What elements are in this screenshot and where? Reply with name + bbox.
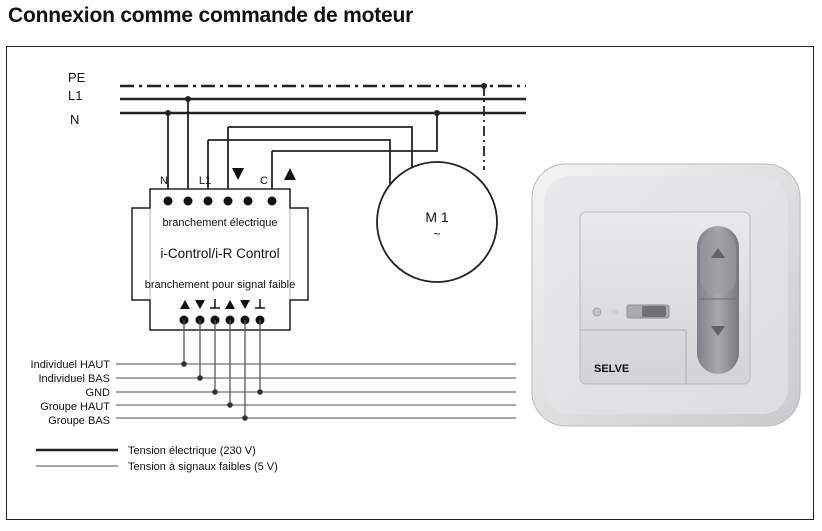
bus-label: Individuel HAUT (31, 359, 111, 371)
power-terminals (163, 196, 277, 206)
diagram-frame (6, 46, 814, 520)
label-pe: PE (68, 70, 86, 85)
bus-label: Groupe HAUT (40, 401, 110, 413)
module-name: i-Control/i-R Control (160, 246, 279, 261)
signal-terminal-symbols (180, 299, 265, 309)
motor-ac-symbol: ~ (433, 227, 440, 241)
device-brand-logo: SELVE (594, 363, 629, 375)
signal-bus-labels: Individuel HAUT Individuel BAS GND Group… (31, 359, 111, 427)
bus-label: GND (86, 387, 111, 399)
motor-n-junction (434, 110, 440, 116)
bus-label: Groupe BAS (48, 415, 110, 427)
signal-bus-lines (116, 363, 516, 419)
power-connection-label: branchement électrique (163, 217, 278, 229)
device-photo: SELVE (531, 163, 801, 427)
motor-label: M 1 (425, 209, 449, 225)
device-led (592, 307, 602, 317)
page-title: Connexion comme commande de moteur (8, 4, 414, 27)
legend-signal-label: Tension à signaux faibles (5 V) (128, 461, 278, 473)
module-outline (131, 188, 309, 331)
signal-ground-icon (210, 299, 220, 309)
legend-power-label: Tension électrique (230 V) (128, 445, 256, 457)
bus-label: Individuel BAS (38, 373, 110, 385)
terminal-up-arrow-icon (284, 168, 296, 180)
terminal-label-c: C (260, 175, 268, 187)
label-n: N (70, 112, 79, 127)
signal-up-arrow-icon (180, 300, 190, 309)
terminal-down-arrow-icon (232, 168, 244, 180)
label-l1: L1 (68, 88, 82, 103)
device-slider-knob (642, 306, 666, 317)
group-down-arrow-icon (240, 300, 250, 309)
signal-connection-label: branchement pour signal faible (145, 279, 295, 291)
signal-down-arrow-icon (195, 300, 205, 309)
terminal-label-n: N (160, 175, 168, 187)
group-up-arrow-icon (225, 300, 235, 309)
motor-symbol (376, 161, 498, 283)
signal-junctions (181, 361, 263, 421)
l1-junction (185, 96, 191, 102)
signal-drop-wires (183, 320, 261, 418)
n-junction (165, 110, 171, 116)
group-ground-icon (255, 299, 265, 309)
device-up-arrow-icon (711, 248, 725, 258)
terminal-label-l1: L1 (199, 175, 211, 187)
device-down-arrow-icon (711, 326, 725, 336)
